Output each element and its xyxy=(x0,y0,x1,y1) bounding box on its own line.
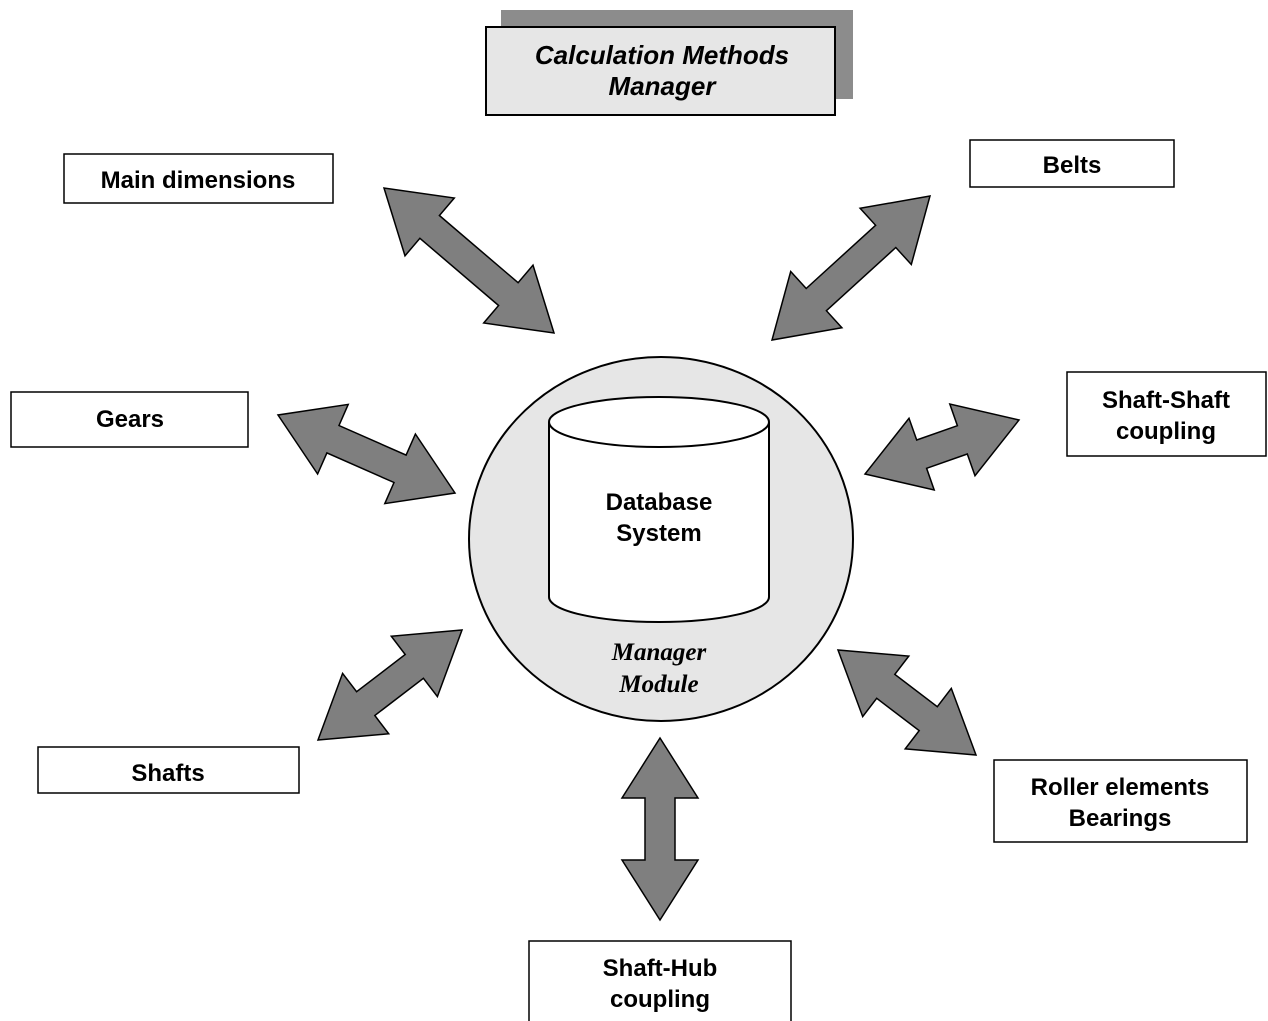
title-box-body xyxy=(485,26,836,116)
node-main-dimensions-label: Main dimensions xyxy=(101,167,296,194)
title-line-1: Calculation Methods xyxy=(535,40,789,70)
node-shaft-shaft-label-1: Shaft-Shaft xyxy=(1102,387,1230,414)
node-roller-bearings-label-1: Roller elements xyxy=(1031,774,1210,801)
node-shafts: Shafts xyxy=(37,746,300,794)
database-label-line-1: Database xyxy=(606,489,713,516)
arrow-shaft-hub xyxy=(620,736,700,922)
module-label-line-2: Module xyxy=(618,671,698,698)
arrow-roller-bearings xyxy=(836,649,978,756)
title-box: Calculation Methods Manager xyxy=(485,10,853,116)
node-main-dimensions: Main dimensions xyxy=(63,153,334,204)
arrow-main-dimensions xyxy=(382,187,556,334)
node-belts: Belts xyxy=(969,139,1175,188)
node-shaft-hub-coupling: Shaft-Hub coupling xyxy=(528,940,792,1021)
manager-module: Database System Manager Module xyxy=(468,356,854,722)
arrow-shaft-shaft xyxy=(863,402,1021,492)
arrow-gears xyxy=(276,403,457,505)
database-cylinder-icon xyxy=(548,396,770,623)
node-shafts-label: Shafts xyxy=(131,760,204,787)
node-belts-label: Belts xyxy=(1043,152,1102,179)
arrow-belts xyxy=(770,195,932,341)
node-shaft-hub-label-2: coupling xyxy=(610,986,710,1013)
node-shaft-shaft-coupling: Shaft-Shaft coupling xyxy=(1066,371,1267,457)
node-roller-bearings-label-2: Bearings xyxy=(1069,805,1172,832)
node-shaft-shaft-label-2: coupling xyxy=(1116,418,1216,445)
module-label-line-1: Manager xyxy=(611,639,707,666)
node-gears: Gears xyxy=(10,391,249,448)
node-shaft-hub-label-1: Shaft-Hub xyxy=(603,955,718,982)
arrow-shafts xyxy=(316,629,464,741)
node-roller-bearings: Roller elements Bearings xyxy=(993,759,1248,843)
node-gears-label: Gears xyxy=(96,406,164,433)
title-line-2: Manager xyxy=(609,71,718,101)
connector-arrows xyxy=(276,187,1021,922)
database-label-line-2: System xyxy=(616,520,701,547)
